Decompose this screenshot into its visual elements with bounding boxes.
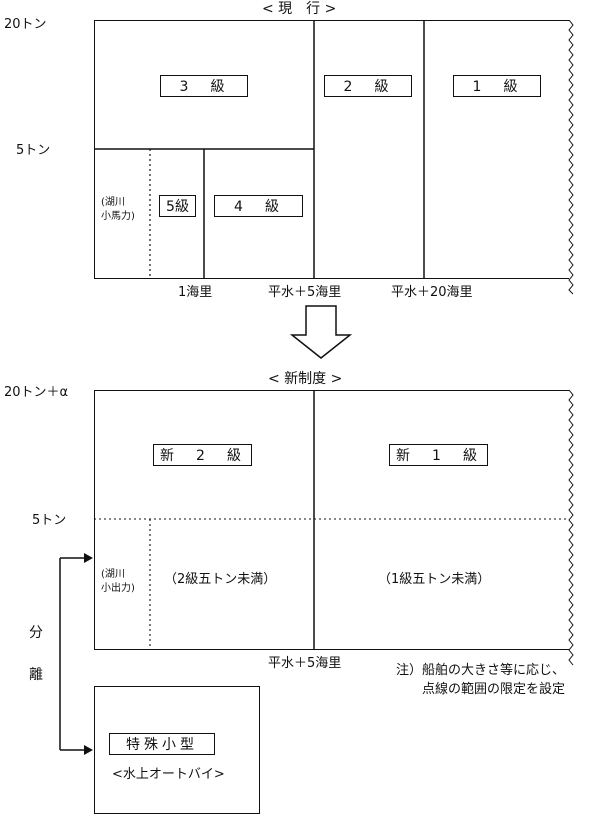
new-lake-note-1: (湖川 bbox=[101, 569, 125, 580]
special-small-label: 特殊小型 bbox=[109, 733, 215, 755]
new-grade-1-label: 新 1 級 bbox=[389, 444, 488, 466]
new-grade-1-under-5t: （1級五トン未満） bbox=[378, 572, 491, 587]
current-lake-note-2: 小馬力) bbox=[101, 211, 135, 222]
new-x-label-5nm: 平水＋5海里 bbox=[268, 656, 342, 671]
new-lake-note-2: 小出力) bbox=[101, 583, 135, 594]
current-lake-note-1: (湖川 bbox=[101, 197, 125, 208]
current-title: < 現 行 > bbox=[262, 1, 337, 17]
special-small-frame bbox=[94, 686, 260, 814]
new-grade-2-label: 新 2 級 bbox=[153, 444, 252, 466]
note-line-1: 注）船舶の大きさ等に応じ、 bbox=[396, 663, 566, 678]
current-y-label-20t: 20トン bbox=[4, 17, 47, 32]
new-frame bbox=[94, 390, 569, 650]
new-y-label-5t: 5トン bbox=[32, 513, 67, 528]
new-y-label-20t: 20トン＋α bbox=[4, 385, 69, 400]
current-x-label-20nm: 平水＋20海里 bbox=[391, 285, 473, 300]
new-grade-2-under-5t: （2級五トン未満） bbox=[164, 572, 277, 587]
special-small-sub: <水上オートバイ> bbox=[112, 767, 225, 782]
grade-2-label: 2 級 bbox=[324, 75, 412, 97]
separation-char-2: 離 bbox=[29, 667, 43, 683]
new-title: < 新制度 > bbox=[268, 371, 343, 387]
current-x-label-1nm: 1海里 bbox=[178, 285, 213, 300]
grade-4-label: 4 級 bbox=[214, 195, 303, 217]
current-y-label-5t: 5トン bbox=[16, 143, 51, 158]
grade-3-label: 3 級 bbox=[160, 75, 248, 97]
grade-1-label: 1 級 bbox=[453, 75, 541, 97]
separation-char-1: 分 bbox=[29, 625, 43, 641]
grade-5-label: 5級 bbox=[159, 195, 196, 217]
current-x-label-5nm: 平水＋5海里 bbox=[268, 285, 342, 300]
note-line-2: 点線の範囲の限定を設定 bbox=[422, 682, 566, 697]
